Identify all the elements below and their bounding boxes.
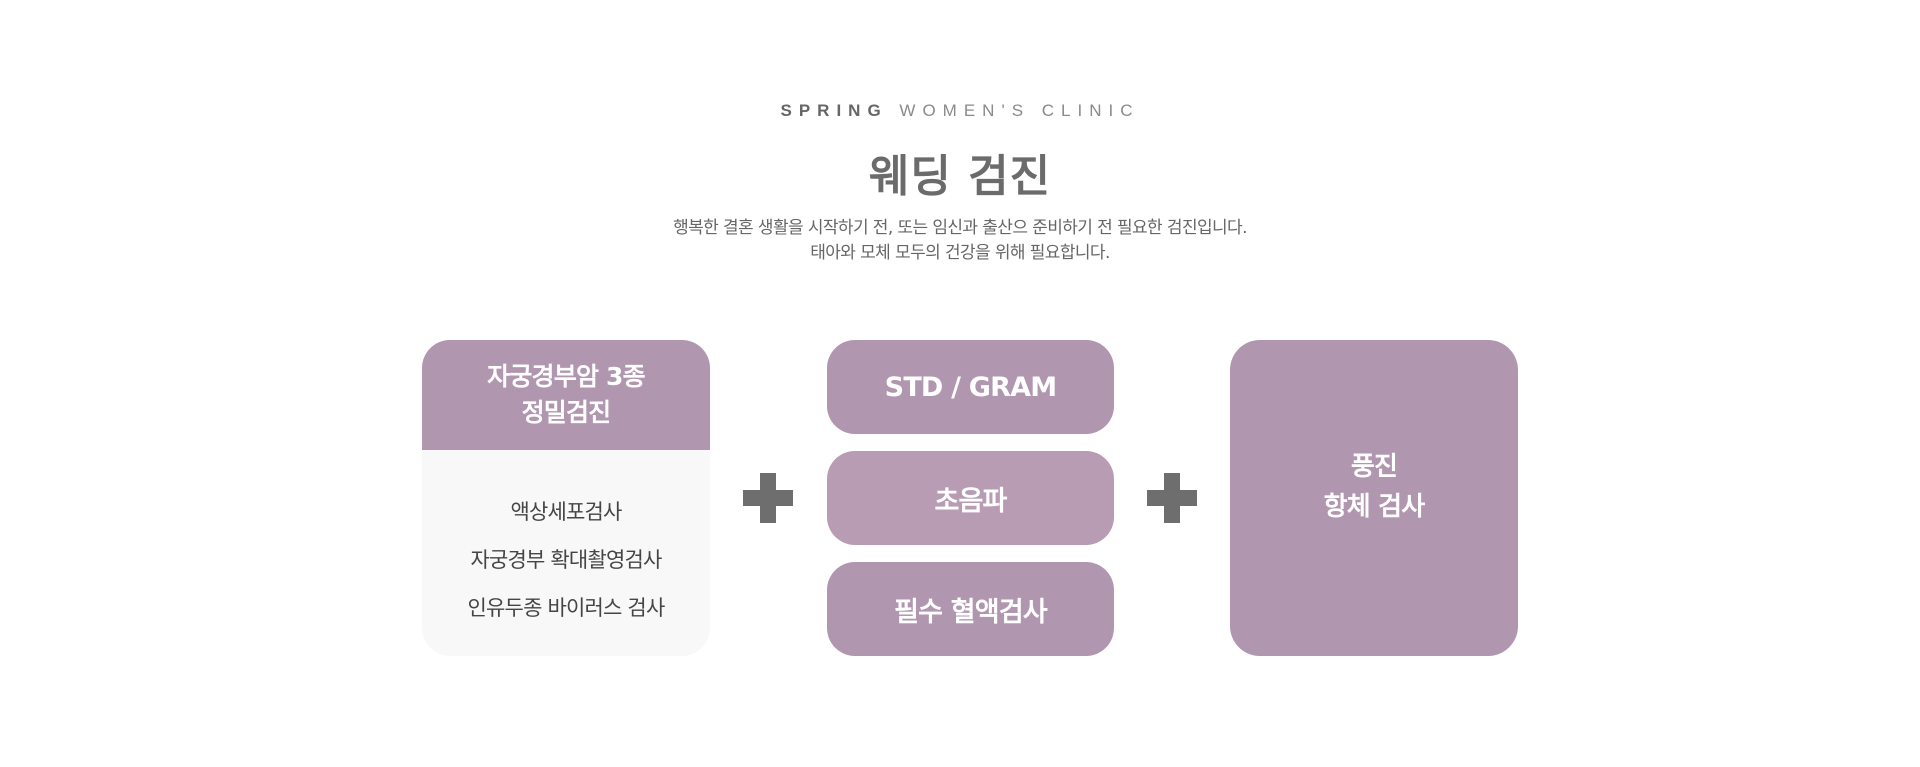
plus-icon bbox=[1147, 473, 1197, 523]
card-header: 자궁경부암 3종 정밀검진 bbox=[422, 340, 710, 450]
cervical-cancer-card: 자궁경부암 3종 정밀검진 액상세포검사 자궁경부 확대촬영검사 인유두종 바이… bbox=[422, 340, 710, 656]
clinic-eyebrow: SPRING WOMEN'S CLINIC bbox=[0, 101, 1920, 121]
description-line: 행복한 결혼 생활을 시작하기 전, 또는 임신과 출산으 준비하기 전 필요한… bbox=[673, 218, 1247, 238]
description-line: 태아와 모체 모두의 건강을 위해 필요합니다. bbox=[810, 243, 1110, 263]
page-title: 웨딩 검진 bbox=[868, 151, 1052, 202]
page-description: 행복한 결혼 생활을 시작하기 전, 또는 임신과 출산으 준비하기 전 필요한… bbox=[0, 216, 1920, 266]
test-item: 인유두종 바이러스 검사 bbox=[467, 596, 666, 620]
card-title-line: 정밀검진 bbox=[521, 398, 612, 427]
std-gram-pill: STD / GRAM bbox=[827, 340, 1114, 434]
card-line: 항체 검사 bbox=[1323, 492, 1426, 522]
ultrasound-pill: 초음파 bbox=[827, 451, 1114, 545]
card-body: 액상세포검사 자궁경부 확대촬영검사 인유두종 바이러스 검사 bbox=[422, 450, 710, 632]
test-item: 자궁경부 확대촬영검사 bbox=[470, 548, 662, 572]
blood-test-pill: 필수 혈액검사 bbox=[827, 562, 1114, 656]
test-item: 액상세포검사 bbox=[510, 500, 622, 524]
plus-icon bbox=[743, 473, 793, 523]
card-line: 풍진 bbox=[1350, 452, 1398, 482]
eyebrow-brand: SPRING bbox=[780, 101, 888, 120]
rubella-antibody-card: 풍진 항체 검사 bbox=[1230, 340, 1518, 656]
card-title-line: 자궁경부암 3종 bbox=[487, 362, 646, 391]
eyebrow-subtitle: WOMEN'S CLINIC bbox=[899, 101, 1140, 120]
